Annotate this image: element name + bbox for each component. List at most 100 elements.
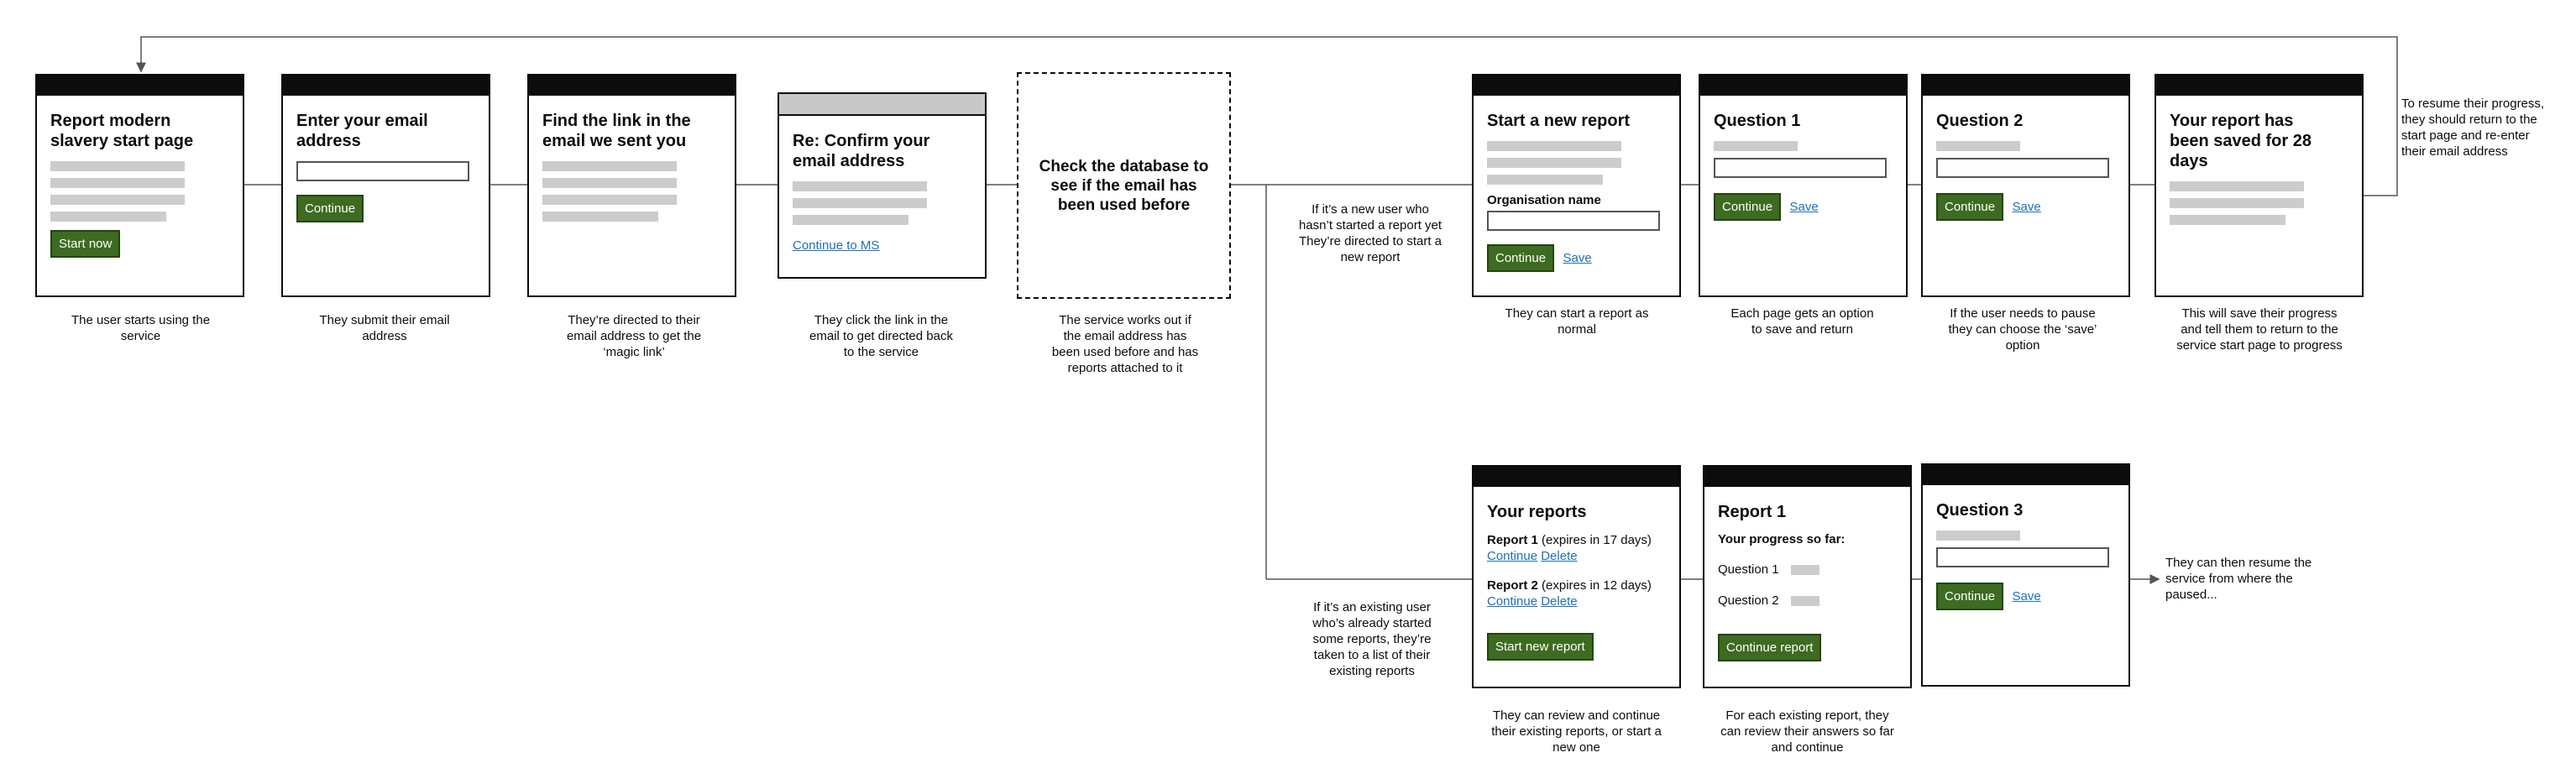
email-header-bar (779, 94, 985, 116)
screen-question-2: Question 2 Continue Save (1921, 74, 2130, 297)
continue-button[interactable]: Continue (296, 195, 364, 222)
continue-button[interactable]: Continue (1714, 193, 1782, 221)
save-link[interactable]: Save (2012, 589, 2041, 604)
note-existing-user: If it’s an existing user who’s already s… (1312, 600, 1432, 678)
note-new-user: If it’s a new user who hasn’t started a … (1298, 202, 1442, 264)
screen-confirm-email: Re: Confirm your email address Continue … (778, 92, 987, 279)
screen-title: Question 3 (1936, 501, 2024, 520)
placeholder-text (1936, 141, 2020, 151)
save-link[interactable]: Save (1563, 251, 1592, 265)
continue-button[interactable]: Continue (1487, 244, 1555, 272)
placeholder-text (542, 178, 677, 188)
screen-title: Your reports (1487, 503, 1587, 521)
answer-field[interactable] (1936, 547, 2109, 567)
screen-header-bar (529, 76, 735, 96)
screen-find-link: Find the link in the email we sent you (527, 74, 736, 297)
placeholder-text (542, 161, 677, 171)
caption-your-reports: They can review and continue their exist… (1491, 708, 1662, 755)
answer-field[interactable] (1936, 158, 2109, 178)
question-1-label: Question 1 (1718, 562, 1779, 577)
continue-to-ms-link[interactable]: Continue to MS (793, 238, 880, 253)
start-new-report-button[interactable]: Start new report (1487, 633, 1594, 661)
report-expiry: (expires in 17 days) (1537, 533, 1652, 547)
screen-header-bar (283, 76, 489, 96)
delete-report-2-link[interactable]: Delete (1541, 594, 1578, 609)
caption-saved: This will save their progress and tell t… (2176, 306, 2343, 353)
screen-header-bar (1474, 467, 1679, 487)
placeholder-text (2170, 198, 2304, 208)
placeholder-text (542, 195, 677, 205)
report-1-entry: Report 1 (expires in 17 days) (1487, 532, 1666, 548)
progress-heading: Your progress so far: (1718, 532, 1846, 546)
loop-back-arrow (136, 36, 2398, 196)
screen-title: Re: Confirm your email address (793, 132, 930, 170)
save-link[interactable]: Save (1789, 200, 1819, 214)
caption-check-db: The service works out if the email addre… (1051, 313, 1199, 375)
screen-header-bar (1704, 467, 1910, 487)
placeholder-text (1487, 158, 1621, 168)
email-field[interactable] (296, 161, 469, 181)
screen-start-new-report: Start a new report Organisation name Con… (1472, 74, 1681, 297)
delete-report-1-link[interactable]: Delete (1541, 549, 1578, 563)
screen-header-bar (37, 76, 243, 96)
placeholder-text (2170, 181, 2304, 191)
placeholder-text (793, 198, 927, 208)
caption-start: The user starts using the service (71, 313, 211, 343)
report-name: Report 1 (1487, 533, 1538, 547)
screen-title: Your report has been saved for 28 days (2170, 112, 2312, 170)
screen-title: Question 2 (1936, 112, 2024, 130)
screen-title: Question 1 (1714, 112, 1801, 130)
placeholder-text (1936, 531, 2020, 541)
report-name: Report 2 (1487, 578, 1538, 593)
placeholder-text (793, 215, 908, 225)
caption-report-1: For each existing report, they can revie… (1720, 708, 1894, 755)
screen-report-saved: Your report has been saved for 28 days (2155, 74, 2364, 297)
caption-email: They submit their email address (319, 313, 450, 343)
placeholder-text (1487, 175, 1603, 185)
screen-report-1: Report 1 Your progress so far: Question … (1703, 465, 1912, 688)
continue-report-1-link[interactable]: Continue (1487, 549, 1538, 563)
screen-header-bar (1923, 465, 2128, 485)
placeholder-text (542, 212, 658, 222)
placeholder-text (50, 178, 185, 188)
screen-question-3: Question 3 Continue Save (1921, 463, 2130, 687)
screen-title: Enter your email address (296, 112, 428, 150)
start-now-button[interactable]: Start now (50, 230, 121, 258)
screen-question-1: Question 1 Continue Save (1699, 74, 1908, 297)
caption-q1: Each page gets an option to save and ret… (1730, 306, 1874, 337)
placeholder-text (2170, 215, 2285, 225)
placeholder-text (50, 212, 166, 222)
caption-find-link: They’re directed to their email address … (566, 313, 702, 359)
continue-button[interactable]: Continue (1936, 193, 2004, 221)
continue-button[interactable]: Continue (1936, 583, 2004, 610)
screen-header-bar (1923, 76, 2128, 96)
screen-header-bar (1474, 76, 1679, 96)
note-resume-service: They can then resume the service from wh… (2165, 556, 2312, 602)
caption-new-report: They can start a report as normal (1505, 306, 1649, 337)
screen-title: Find the link in the email we sent you (542, 112, 691, 150)
continue-report-button[interactable]: Continue report (1718, 634, 1822, 661)
report-expiry: (expires in 12 days) (1537, 578, 1652, 593)
process-check-database: Check the database to see if the email h… (1017, 72, 1231, 299)
placeholder-text (50, 195, 185, 205)
save-link[interactable]: Save (2012, 200, 2041, 214)
caption-q2: If the user needs to pause they can choo… (1948, 306, 2097, 353)
caption-confirm: They click the link in the email to get … (809, 313, 953, 359)
question-2-label: Question 2 (1718, 593, 1779, 608)
screen-enter-email: Enter your email address Continue (281, 74, 490, 297)
report-2-entry: Report 2 (expires in 12 days) (1487, 578, 1666, 593)
placeholder-text (50, 161, 185, 171)
note-resume: To resume their progress, they should re… (2401, 97, 2545, 159)
answer-field[interactable] (1714, 158, 1887, 178)
screen-header-bar (1700, 76, 1906, 96)
screen-your-reports: Your reports Report 1 (expires in 17 day… (1472, 465, 1681, 688)
placeholder-text (793, 181, 927, 191)
screen-header-bar (2156, 76, 2362, 96)
placeholder-text (1714, 141, 1798, 151)
answer-placeholder (1790, 595, 1819, 606)
continue-report-2-link[interactable]: Continue (1487, 594, 1538, 609)
field-label: Organisation name (1487, 193, 1601, 207)
organisation-name-field[interactable] (1487, 211, 1660, 231)
screen-title: Report 1 (1718, 503, 1787, 521)
